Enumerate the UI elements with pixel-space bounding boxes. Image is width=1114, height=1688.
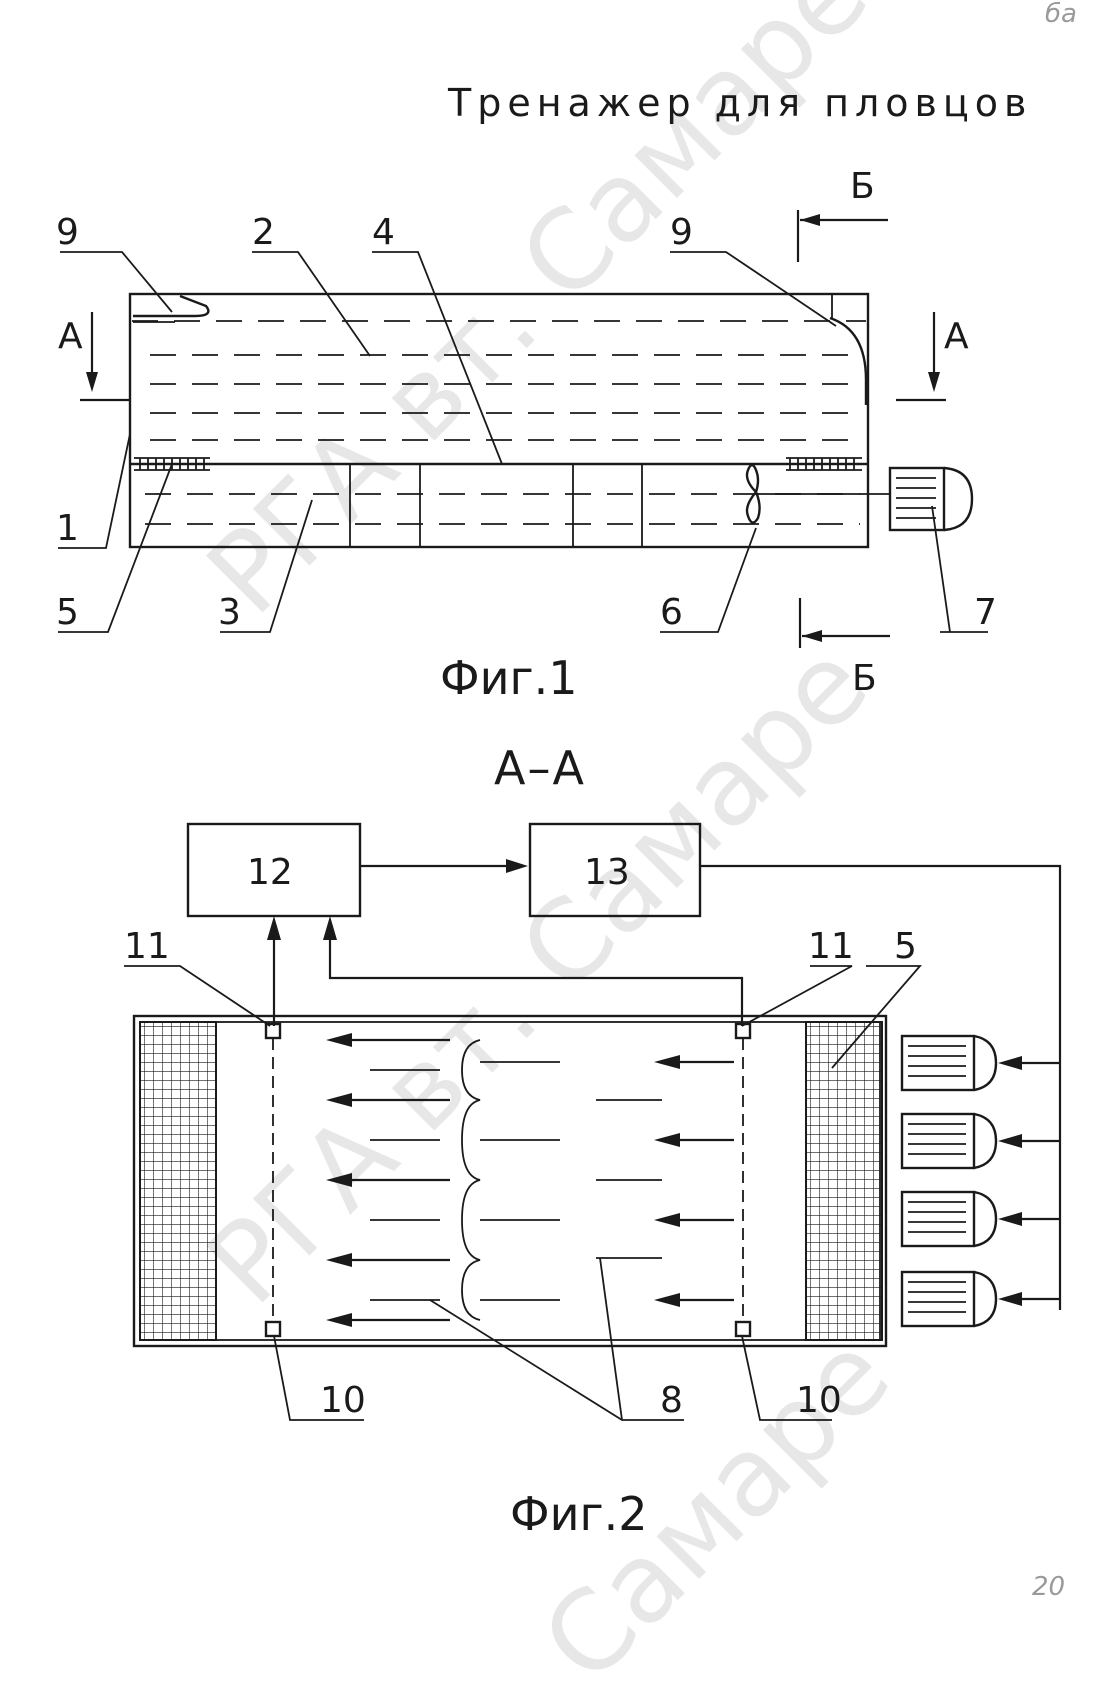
- label-11-left: 11: [124, 926, 170, 967]
- sensor-11-left: [264, 1022, 282, 1040]
- block-12-label: 12: [247, 852, 293, 893]
- label-11-right: 11: [808, 926, 854, 967]
- block-13: 13: [528, 822, 702, 918]
- control-line-13-to-motors: [700, 864, 1062, 1310]
- watermark-text-2: РГА вт. Самаре: [183, 619, 892, 1328]
- section-a-a-title: А–А: [494, 741, 586, 795]
- section-b-marker-top: Б: [796, 166, 888, 262]
- deflector-9-left: [133, 294, 210, 318]
- grid-5-right-section: [805, 1021, 883, 1341]
- corner-mark-bottom: 20: [1032, 1572, 1065, 1602]
- flow-guides-8: [370, 1061, 662, 1301]
- grid-5-left-section: [139, 1021, 217, 1341]
- corner-mark-top: ба: [1045, 0, 1077, 29]
- label-10-right: 10: [796, 1380, 842, 1421]
- label-2: 2: [252, 212, 275, 253]
- block-12: 12: [186, 822, 362, 918]
- drawing-title: Тренажер для пловцов: [447, 81, 1032, 125]
- section-a-label-right: А: [944, 316, 969, 357]
- motor-2: [900, 1112, 998, 1170]
- section-a-marker-right: А: [896, 312, 969, 402]
- fig1-leaders: [58, 251, 988, 633]
- section-b-marker-bottom: Б: [798, 598, 890, 699]
- section-b-label-top: Б: [850, 166, 875, 207]
- figure-1-caption: Фиг.1: [440, 651, 578, 705]
- channel-dividers: [349, 464, 643, 547]
- sensor-10-left: [264, 1320, 282, 1338]
- section-b-label-bottom: Б: [852, 658, 877, 699]
- water-lines-upper: [132, 320, 866, 441]
- label-9-left: 9: [56, 212, 79, 253]
- sensor-line-right: [328, 940, 744, 1026]
- section-a-label-left: А: [58, 316, 83, 357]
- motor-3: [900, 1190, 998, 1248]
- motor-4: [900, 1270, 998, 1328]
- tank-outline: [128, 292, 870, 549]
- sensor-10-right: [734, 1320, 752, 1338]
- label-4: 4: [372, 212, 395, 253]
- flow-brace: [461, 1039, 481, 1321]
- motor-control-arrows: [998, 1056, 1061, 1310]
- label-1: 1: [56, 508, 79, 549]
- label-3: 3: [218, 592, 241, 633]
- label-5-section: 5: [894, 926, 917, 967]
- deflector-9-right: [829, 316, 868, 405]
- motors-column: [900, 1034, 998, 1328]
- pool-outline: [132, 1014, 888, 1348]
- figure-2-caption: Фиг.2: [510, 1487, 648, 1541]
- block-13-label: 13: [584, 852, 630, 893]
- propeller-6: [745, 463, 761, 524]
- label-6: 6: [660, 592, 683, 633]
- fig2-leaders: [124, 965, 922, 1421]
- grid-5-right: [786, 457, 862, 471]
- flow-arrows-left: [326, 1033, 450, 1327]
- water-lines-lower: [145, 493, 860, 525]
- flow-arrows-right: [654, 1055, 734, 1307]
- label-10-left: 10: [320, 1380, 366, 1421]
- label-9-right: 9: [670, 212, 693, 253]
- motor-1: [900, 1034, 998, 1092]
- label-8: 8: [660, 1380, 683, 1421]
- label-7: 7: [974, 592, 997, 633]
- figure-2: А–А 12 13: [124, 741, 1062, 1541]
- motor-7: [888, 466, 974, 532]
- figure-1: А А Б Б: [56, 166, 997, 705]
- watermark: РГА вт. Самаре РГА вт. Самаре Самаре: [183, 0, 914, 1688]
- label-5: 5: [56, 592, 79, 633]
- section-a-marker-left: А: [58, 312, 130, 402]
